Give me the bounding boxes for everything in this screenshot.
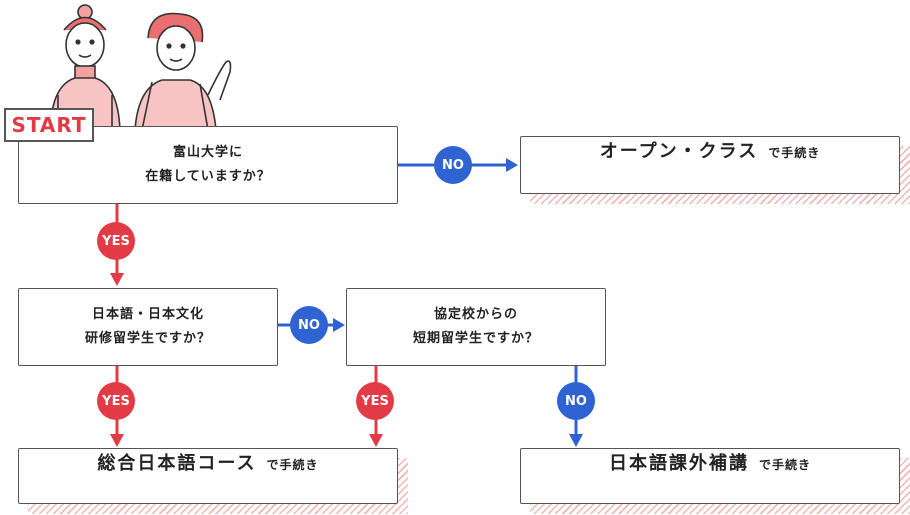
arrowhead-q1-yes <box>110 273 124 286</box>
yes-badge-q3: YES <box>356 382 394 420</box>
no-badge-q3: NO <box>557 382 595 420</box>
arrowhead-q2-yes <box>110 434 124 447</box>
no-badge-q2: NO <box>290 306 328 344</box>
arrowhead-q1-no <box>506 158 518 172</box>
start-label: START <box>4 108 94 142</box>
yes-badge-q2: YES <box>97 382 135 420</box>
arrowhead-q2-no <box>333 318 345 332</box>
arrowhead-q3-no <box>569 434 583 447</box>
arrowhead-q3-yes <box>369 434 383 447</box>
no-badge-q1: NO <box>434 146 472 184</box>
yes-badge-q1: YES <box>97 222 135 260</box>
